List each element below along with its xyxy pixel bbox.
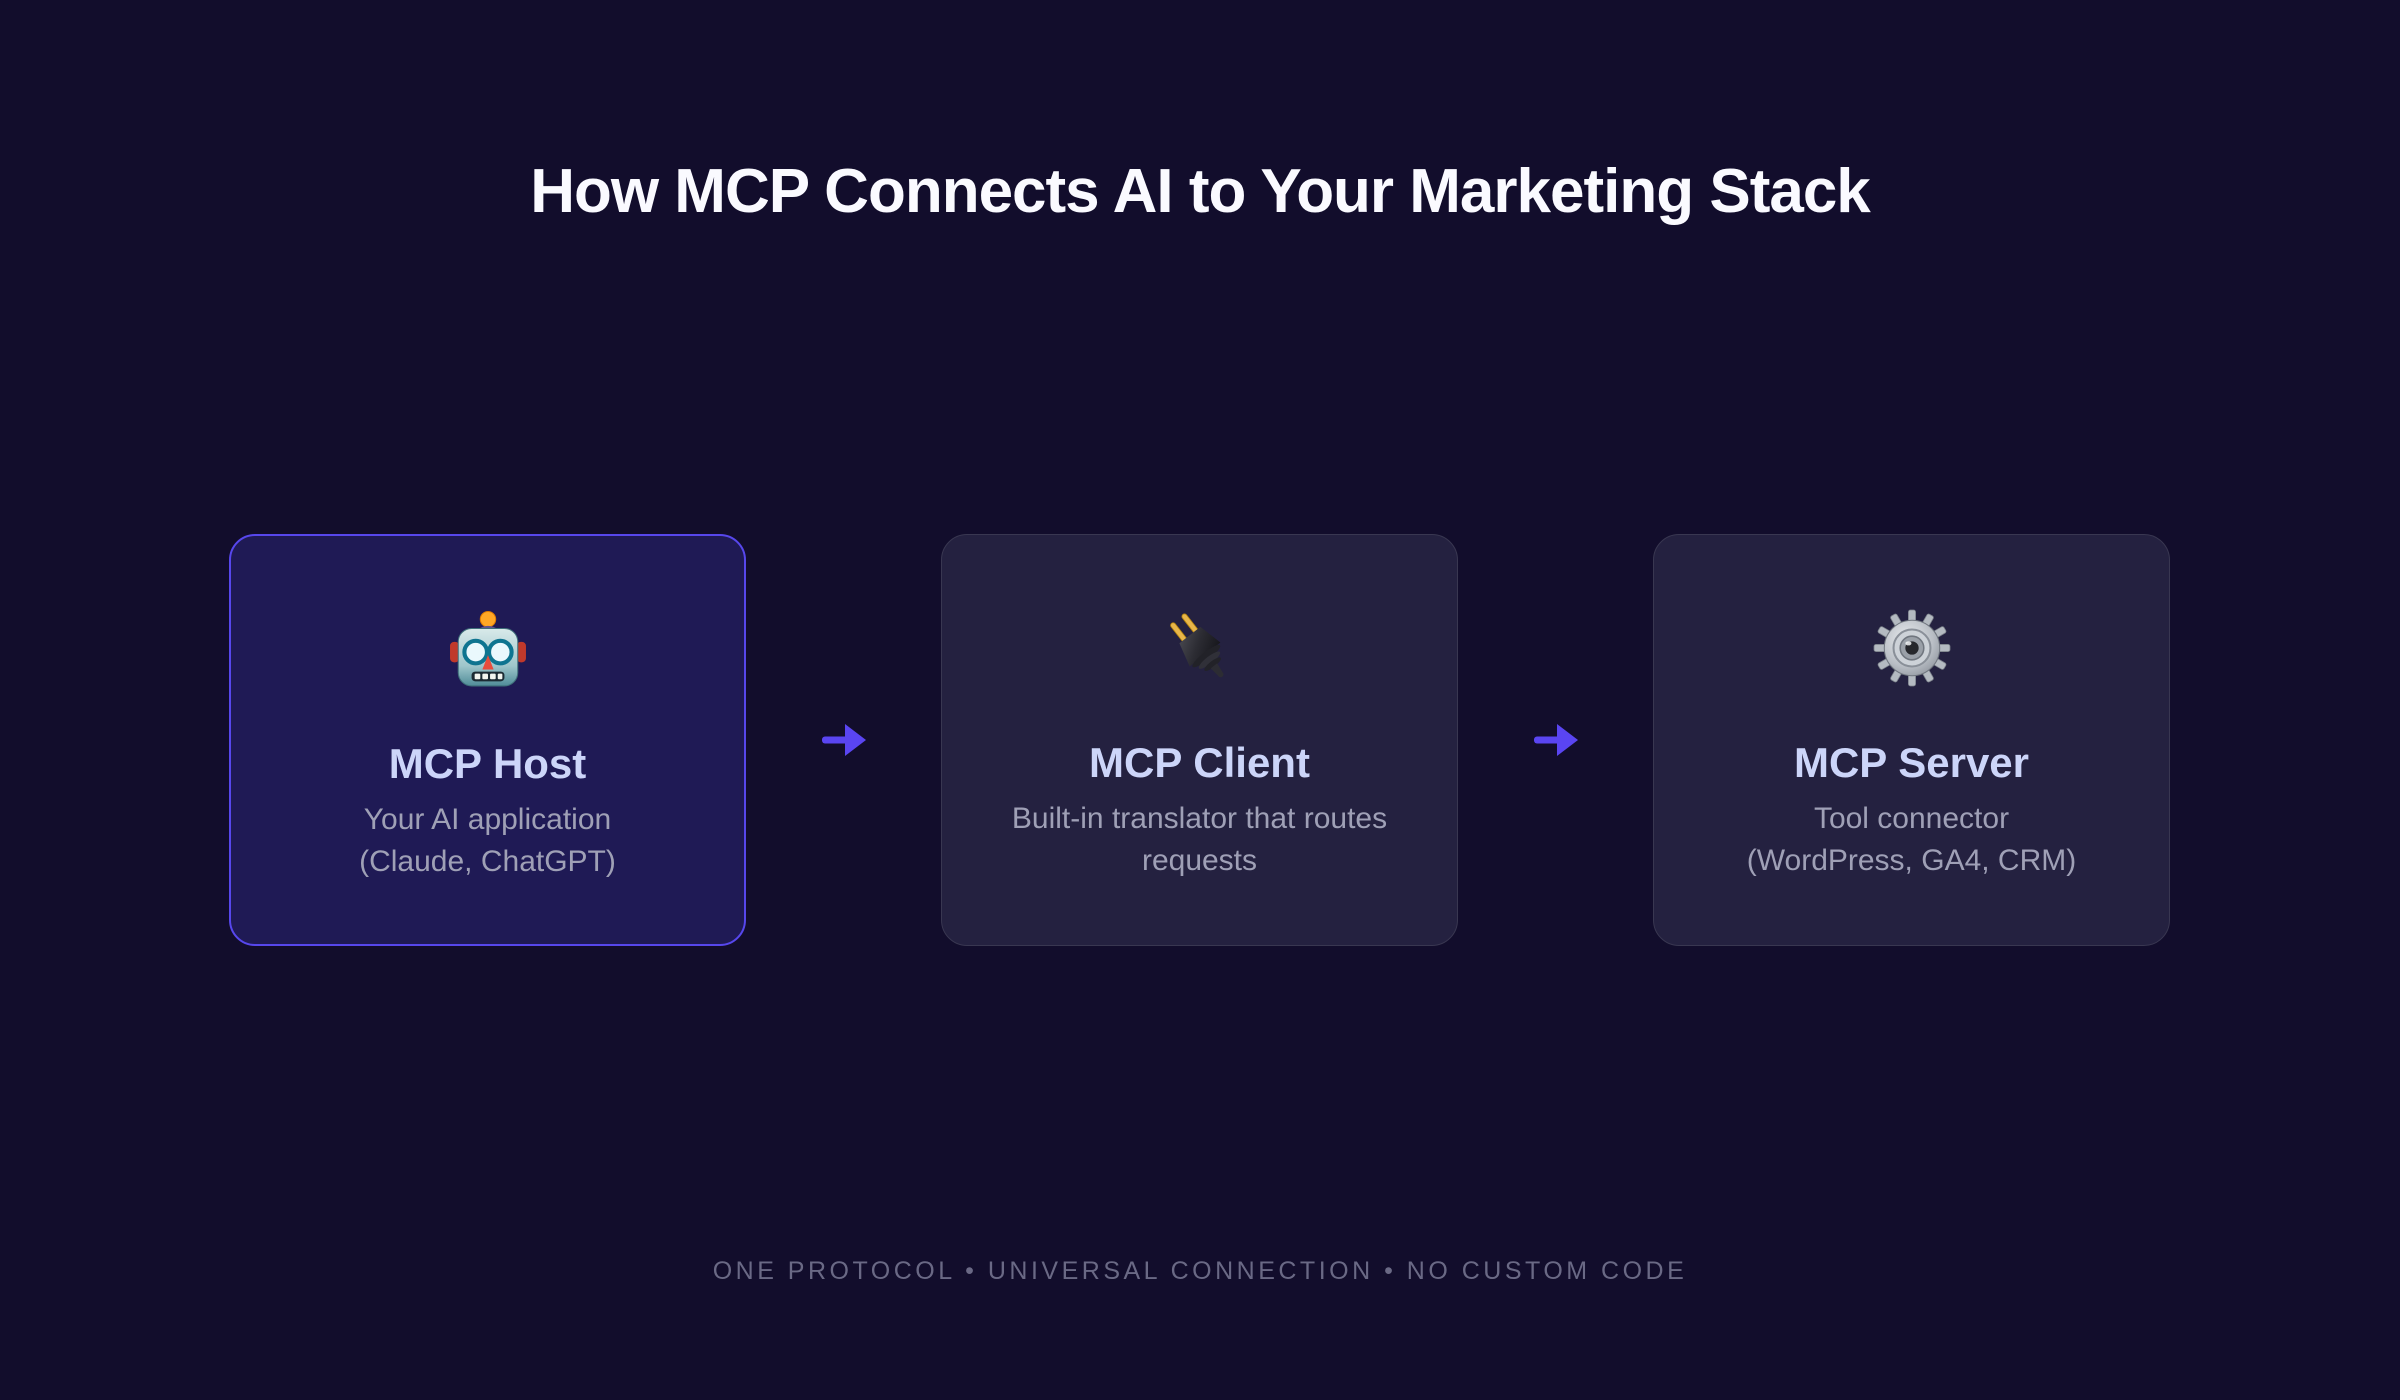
flow-arrow-2 (1458, 534, 1653, 946)
right-arrow-icon (1533, 724, 1578, 756)
page-title: How MCP Connects AI to Your Marketing St… (530, 156, 1871, 226)
footer-tagline: ONE PROTOCOL • UNIVERSAL CONNECTION • NO… (712, 1257, 1688, 1285)
flow-diagram: MCP Host Your AI application(Claude, Cha… (229, 534, 2170, 946)
card-description-mcp-host: Your AI application(Claude, ChatGPT) (359, 803, 616, 878)
card-description-mcp-server: Tool connector(WordPress, GA4, CRM) (1746, 802, 2077, 877)
plug-icon (1161, 609, 1239, 687)
card-mcp-host: MCP Host Your AI application(Claude, Cha… (229, 534, 746, 946)
card-title-mcp-host: MCP Host (388, 740, 587, 787)
robot-icon (449, 610, 527, 688)
flow-arrow-1 (746, 534, 941, 946)
card-mcp-server: MCP Server Tool connector(WordPress, GA4… (1653, 534, 2170, 946)
card-mcp-client: MCP Client Built-in translator that rout… (941, 534, 1458, 946)
card-title-mcp-server: MCP Server (1793, 739, 2030, 786)
right-arrow-icon (821, 724, 866, 756)
card-title-mcp-client: MCP Client (1089, 739, 1310, 786)
gear-icon (1873, 609, 1951, 687)
